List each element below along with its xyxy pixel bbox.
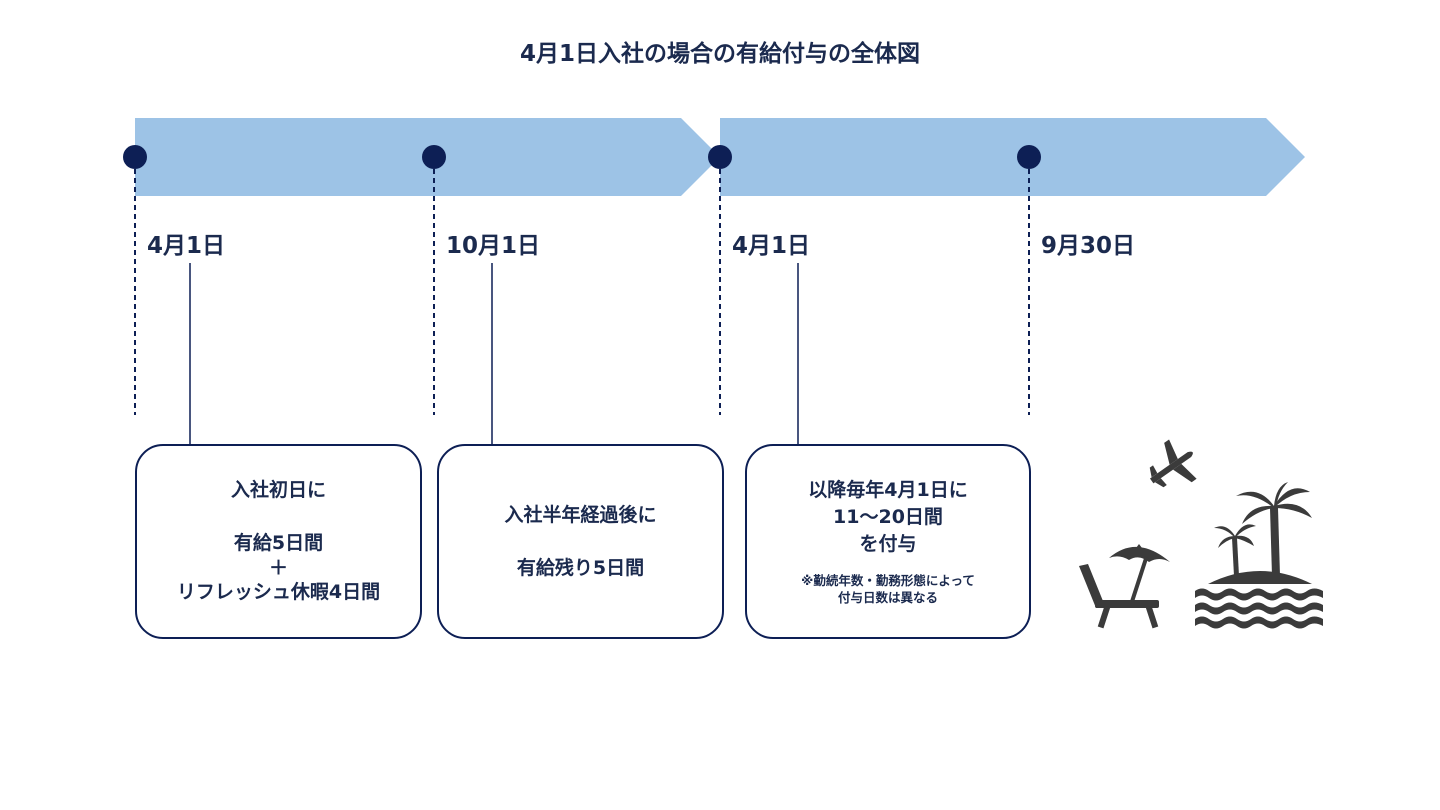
milestone-dot-3 <box>708 145 732 169</box>
box-line: 有給残り5日間 <box>516 556 645 579</box>
date-label-4: 9月30日 <box>1041 233 1136 259</box>
milestone-dot-1 <box>123 145 147 169</box>
beach-chair-umbrella-icon <box>1079 544 1170 629</box>
plus-sign: ＋ <box>268 557 288 579</box>
airplane-icon <box>1149 439 1197 488</box>
timeline-arrow-2 <box>720 118 1305 196</box>
box-line: 11〜20日間 <box>833 506 943 528</box>
diagram-title: 4月1日入社の場合の有給付与の全体図 <box>519 41 920 67</box>
palm-island-icon <box>1195 482 1323 629</box>
box-line: 入社半年経過後に <box>504 503 657 526</box>
grant-box-annual: 以降毎年4月1日に 11〜20日間 を付与 ※勤続年数・勤務形態によって 付与日… <box>745 444 1031 639</box>
grant-box-first-day: 入社初日に 有給5日間 ＋ リフレッシュ休暇4日間 <box>135 444 422 639</box>
box-line: 以降毎年4月1日に <box>808 479 968 501</box>
grant-box-half-year: 入社半年経過後に 有給残り5日間 <box>437 444 724 639</box>
date-label-3: 4月1日 <box>732 233 811 259</box>
date-label-2: 10月1日 <box>446 233 541 259</box>
milestone-dot-4 <box>1017 145 1041 169</box>
box-line: 入社初日に <box>230 479 326 501</box>
milestone-dot-2 <box>422 145 446 169</box>
date-label-1: 4月1日 <box>147 233 226 259</box>
note-line: 付与日数は異なる <box>837 590 938 605</box>
box-line: を付与 <box>859 533 917 555</box>
note-line: ※勤続年数・勤務形態によって <box>801 573 975 588</box>
box-line: 有給5日間 <box>233 532 324 554</box>
box-line: リフレッシュ休暇4日間 <box>176 581 381 603</box>
box-note: ※勤続年数・勤務形態によって 付与日数は異なる <box>801 572 975 606</box>
